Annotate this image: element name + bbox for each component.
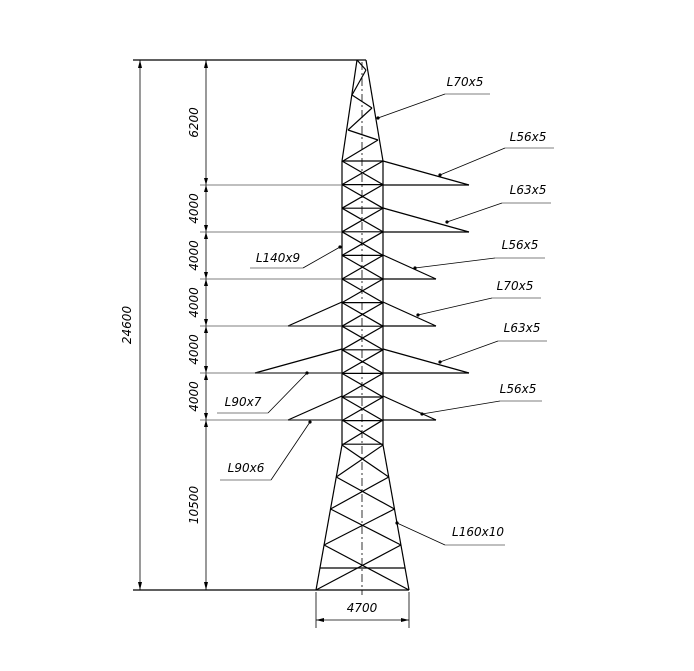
cross-arm xyxy=(287,395,343,421)
cone-brace xyxy=(356,59,367,71)
shaft-brace xyxy=(341,231,384,256)
leader-line xyxy=(439,340,499,363)
base-brace xyxy=(330,508,402,546)
arrow-icon xyxy=(204,319,208,333)
member-label: L56x5 xyxy=(502,238,539,252)
arrow-icon xyxy=(305,371,309,375)
leader-line xyxy=(421,400,501,415)
arrow-icon xyxy=(308,420,312,424)
arrow-icon xyxy=(204,225,208,239)
member-label: L90x6 xyxy=(228,461,265,475)
segment-height-label: 4000 xyxy=(187,240,201,271)
shaft-brace xyxy=(341,419,384,446)
cross-arm xyxy=(382,301,437,327)
base-leg xyxy=(315,444,343,591)
cone-leg xyxy=(365,59,384,162)
arrow-icon xyxy=(420,412,424,416)
base-brace xyxy=(335,476,395,510)
member-label: L70x5 xyxy=(497,279,534,293)
shaft-brace xyxy=(341,207,384,233)
segment-height-label: 6200 xyxy=(187,107,201,138)
arrow-icon xyxy=(204,413,208,427)
arrow-icon xyxy=(438,173,442,177)
member-label: L56x5 xyxy=(500,382,537,396)
arrow-icon xyxy=(376,116,380,120)
leader-line xyxy=(270,421,311,481)
cross-arm xyxy=(382,160,470,186)
leader-line xyxy=(446,202,503,223)
member-label: L56x5 xyxy=(510,130,547,144)
base-brace xyxy=(341,444,390,478)
member-label: L63x5 xyxy=(510,183,547,197)
arrow-icon xyxy=(445,220,449,224)
segment-height-label: 4000 xyxy=(187,193,201,224)
base-width-label: 4700 xyxy=(347,601,378,615)
leader-line xyxy=(267,372,308,414)
dimension-lines xyxy=(133,59,410,628)
arrow-icon xyxy=(204,178,208,192)
member-label: L160x10 xyxy=(452,525,504,539)
base-leg xyxy=(382,444,410,591)
shaft-brace xyxy=(341,349,384,374)
leader-line xyxy=(302,246,341,269)
cone-brace xyxy=(347,129,379,141)
cross-arm xyxy=(287,301,343,327)
arrow-icon xyxy=(338,245,342,249)
segment-height-label: 4000 xyxy=(187,334,201,365)
cone-brace xyxy=(351,94,373,109)
leader-line xyxy=(417,297,493,316)
base-brace xyxy=(323,508,395,546)
arrow-icon xyxy=(204,272,208,286)
shaft-brace xyxy=(341,396,384,422)
arrow-icon xyxy=(395,521,399,525)
cross-arm xyxy=(254,348,343,374)
arrow-icon xyxy=(204,366,208,380)
base-brace xyxy=(335,444,384,478)
segment-height-label: 10500 xyxy=(187,486,201,525)
arrow-icon xyxy=(413,266,417,270)
shaft-brace xyxy=(341,325,384,351)
shaft-brace xyxy=(341,160,384,186)
leader-line xyxy=(439,147,506,176)
shaft-brace xyxy=(341,302,384,327)
shaft-brace xyxy=(341,254,384,280)
segment-height-label: 4000 xyxy=(187,381,201,412)
leader-line xyxy=(377,93,446,119)
cross-arm xyxy=(382,348,470,374)
total-height-label: 24600 xyxy=(120,306,134,345)
tower-structure xyxy=(133,59,470,595)
cross-arm xyxy=(382,207,470,233)
member-label: L70x5 xyxy=(447,75,484,89)
arrow-icon xyxy=(416,313,420,317)
shaft-brace xyxy=(341,372,384,398)
leader-line xyxy=(414,257,496,269)
cone-brace xyxy=(347,107,373,131)
segment-height-label: 4000 xyxy=(187,287,201,318)
arrow-icon xyxy=(438,360,442,364)
leader-line xyxy=(396,522,446,546)
shaft-brace xyxy=(341,278,384,304)
cross-arm xyxy=(382,254,437,280)
cone-brace xyxy=(351,69,367,96)
member-leaders: L70x5L56x5L63x5L56x5L70x5L63x5L56x5L140x… xyxy=(217,75,554,546)
member-label: L63x5 xyxy=(504,321,541,335)
member-label: L90x7 xyxy=(225,395,262,409)
shaft-brace xyxy=(341,184,384,209)
base-brace xyxy=(330,476,390,510)
cone-leg xyxy=(341,59,358,162)
member-label: L140x9 xyxy=(256,251,300,265)
cone-brace xyxy=(342,139,379,162)
cross-arm xyxy=(382,395,437,421)
